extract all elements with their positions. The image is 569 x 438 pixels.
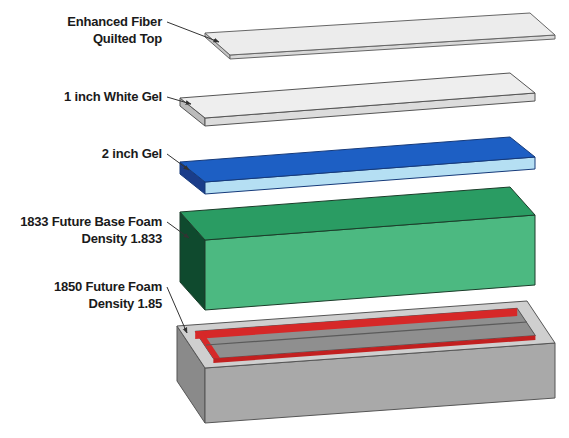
base-foam <box>180 187 535 310</box>
layer-label: 1 inch White Gel <box>12 88 162 105</box>
layer-label: 1850 Future Foam Density 1.85 <box>27 278 162 312</box>
leader-lines <box>167 22 219 333</box>
layer-label: 1833 Future Base Foam Density 1.833 <box>7 213 162 247</box>
foam-tray <box>177 301 555 423</box>
blue-gel <box>180 137 535 194</box>
layer-label: 2 inch Gel <box>12 145 162 162</box>
layer-label: Enhanced Fiber Quilted Top <box>42 13 162 47</box>
white-gel <box>180 73 535 126</box>
quilted-top <box>205 13 555 59</box>
